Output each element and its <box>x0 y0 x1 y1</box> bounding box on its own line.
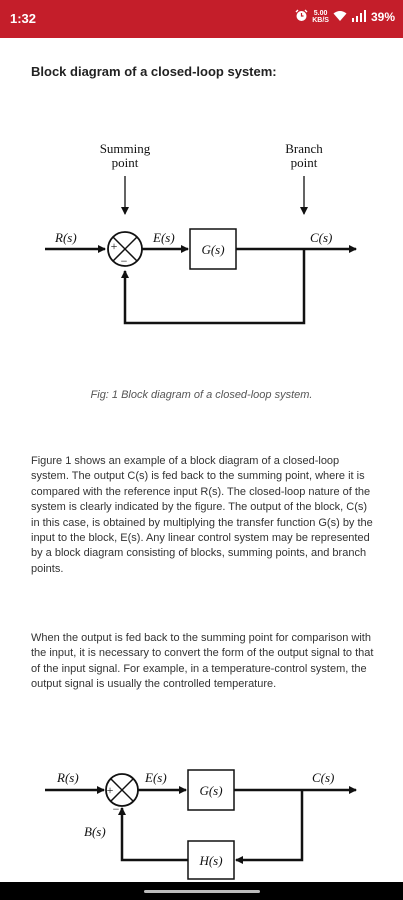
branch-point-label-2: point <box>291 155 318 170</box>
summing-plus-sign-2: + <box>107 783 114 797</box>
output-label-c-2: C(s) <box>312 770 334 785</box>
figure-1-block-diagram: Summing point Branch point R(s) + − E(s)… <box>45 141 357 325</box>
status-bar: 1:32 5.00 KB/S 39% <box>0 0 403 38</box>
battery-percent: 39% <box>370 10 395 24</box>
article-heading: Block diagram of a closed-loop system: <box>31 64 277 79</box>
summing-plus-sign: + <box>111 239 118 253</box>
summing-minus-sign: − <box>121 254 128 268</box>
feedback-block-h <box>187 840 235 880</box>
block-label-h: H(s) <box>198 853 222 868</box>
summing-minus-sign-2: − <box>113 802 120 816</box>
error-label-e-2: E(s) <box>144 770 167 785</box>
paragraph-2: When the output is fed back to the summi… <box>31 632 374 691</box>
wifi-icon <box>333 10 347 25</box>
summing-point-label-2: point <box>112 155 139 170</box>
output-to-h-path <box>235 790 304 864</box>
summing-cross-2 <box>112 236 138 262</box>
status-icons: 5.00 KB/S 39% <box>295 9 395 25</box>
feedback-label-b: B(s) <box>84 824 106 839</box>
navigation-bar <box>0 882 403 900</box>
home-gesture-handle[interactable] <box>144 890 260 893</box>
alarm-icon <box>295 9 308 25</box>
data-speed: 5.00 KB/S <box>312 10 329 24</box>
output-label-c: C(s) <box>310 230 332 245</box>
figure-1-caption: Fig: 1 Block diagram of a closed-loop sy… <box>90 389 313 401</box>
signal-icon <box>351 9 367 25</box>
forward-block-g <box>189 228 237 270</box>
block-label-g: G(s) <box>201 242 224 257</box>
feedback-path <box>121 249 306 325</box>
status-time: 1:32 <box>10 11 37 26</box>
figure-2-block-diagram: R(s) + − E(s) G(s) C(s) H(s) B(s) <box>45 769 357 880</box>
branch-point-label-1: Branch <box>285 141 323 156</box>
paragraph-1: Figure 1 shows an example of a block dia… <box>31 455 373 575</box>
block-label-g-2: G(s) <box>199 783 222 798</box>
feedback-path-2 <box>118 807 188 862</box>
data-speed-unit: KB/S <box>312 17 329 24</box>
summing-cross-2b <box>110 778 134 802</box>
summing-point-label-1: Summing <box>100 141 151 156</box>
input-label-r: R(s) <box>54 230 77 245</box>
data-speed-value: 5.00 <box>313 10 328 17</box>
error-label-e: E(s) <box>152 230 175 245</box>
input-label-r-2: R(s) <box>56 770 79 785</box>
